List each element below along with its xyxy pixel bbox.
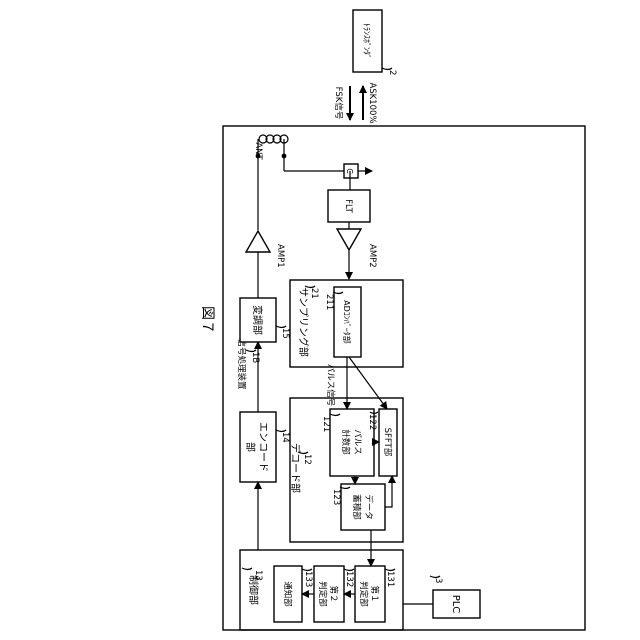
amp1-triangle: [246, 231, 270, 252]
wire-ad-sfft: [349, 357, 387, 409]
ad-converter-ref: 211: [324, 294, 334, 310]
encoder-ref: 14: [280, 432, 290, 443]
encoder-line1: エンコード: [257, 422, 268, 472]
plc-ref: 3: [433, 578, 443, 583]
sfft-ref: 122: [367, 414, 377, 430]
pulse-counter-ref: 121: [321, 416, 331, 432]
judge1-ref: 131: [385, 571, 395, 587]
device-label: 信号処理装置: [236, 338, 247, 390]
sampling-ref: 21: [309, 288, 319, 299]
amp2-triangle: [337, 229, 361, 250]
flt-label: FLT: [343, 199, 353, 213]
amp2-label: AMP2: [367, 244, 377, 268]
ad-converter-label: ADｺﾝﾊﾞｰﾀ部: [342, 300, 352, 344]
control-ref: 13: [253, 570, 263, 581]
pulse-counter-line1: パルス: [352, 429, 362, 455]
data-store-ref: 123: [331, 489, 341, 505]
amp1-label: AMP1: [275, 244, 285, 268]
pulse-counter-line2: 計数部: [340, 429, 351, 455]
fsk-label: FSK信号: [333, 87, 344, 120]
sfft-label: SFFT部: [382, 428, 393, 457]
transponder-label: ﾄﾗﾝｽﾎﾟﾝﾀﾞ: [362, 23, 371, 59]
modulator-label: 変調部: [251, 305, 264, 335]
judge2-line2: 判定部: [317, 581, 328, 607]
encoder-line2: 部: [244, 442, 257, 452]
sampling-label: サンプリング部: [297, 287, 310, 357]
judge2-ref: 132: [344, 571, 354, 587]
pulse-signal-label: パルス信号: [325, 364, 336, 407]
data-store-line2: 蓄積部: [351, 494, 362, 520]
judge2-line1: 第２: [328, 585, 339, 602]
judge1-line2: 判定部: [358, 581, 369, 607]
control-ref-tick: [242, 568, 252, 570]
plc-label: PLC: [450, 595, 461, 614]
signal-processing-device-frame: [223, 126, 585, 630]
transponder-ref: 2: [387, 70, 397, 75]
figure-label: 図７: [199, 306, 215, 334]
notify-label: 通知部: [282, 581, 293, 607]
modulator-ref: 15: [280, 328, 290, 339]
judge1-line1: 第１: [369, 585, 380, 602]
decoder-ref: 12: [302, 454, 312, 465]
notify-ref: 133: [303, 571, 313, 587]
wire-data-store-sfft: [385, 476, 392, 507]
decoder-label: デコード部: [289, 443, 302, 493]
data-store-box: [341, 484, 385, 530]
data-store-line1: データ: [363, 494, 374, 520]
ask-label: ASK100%: [367, 82, 377, 123]
